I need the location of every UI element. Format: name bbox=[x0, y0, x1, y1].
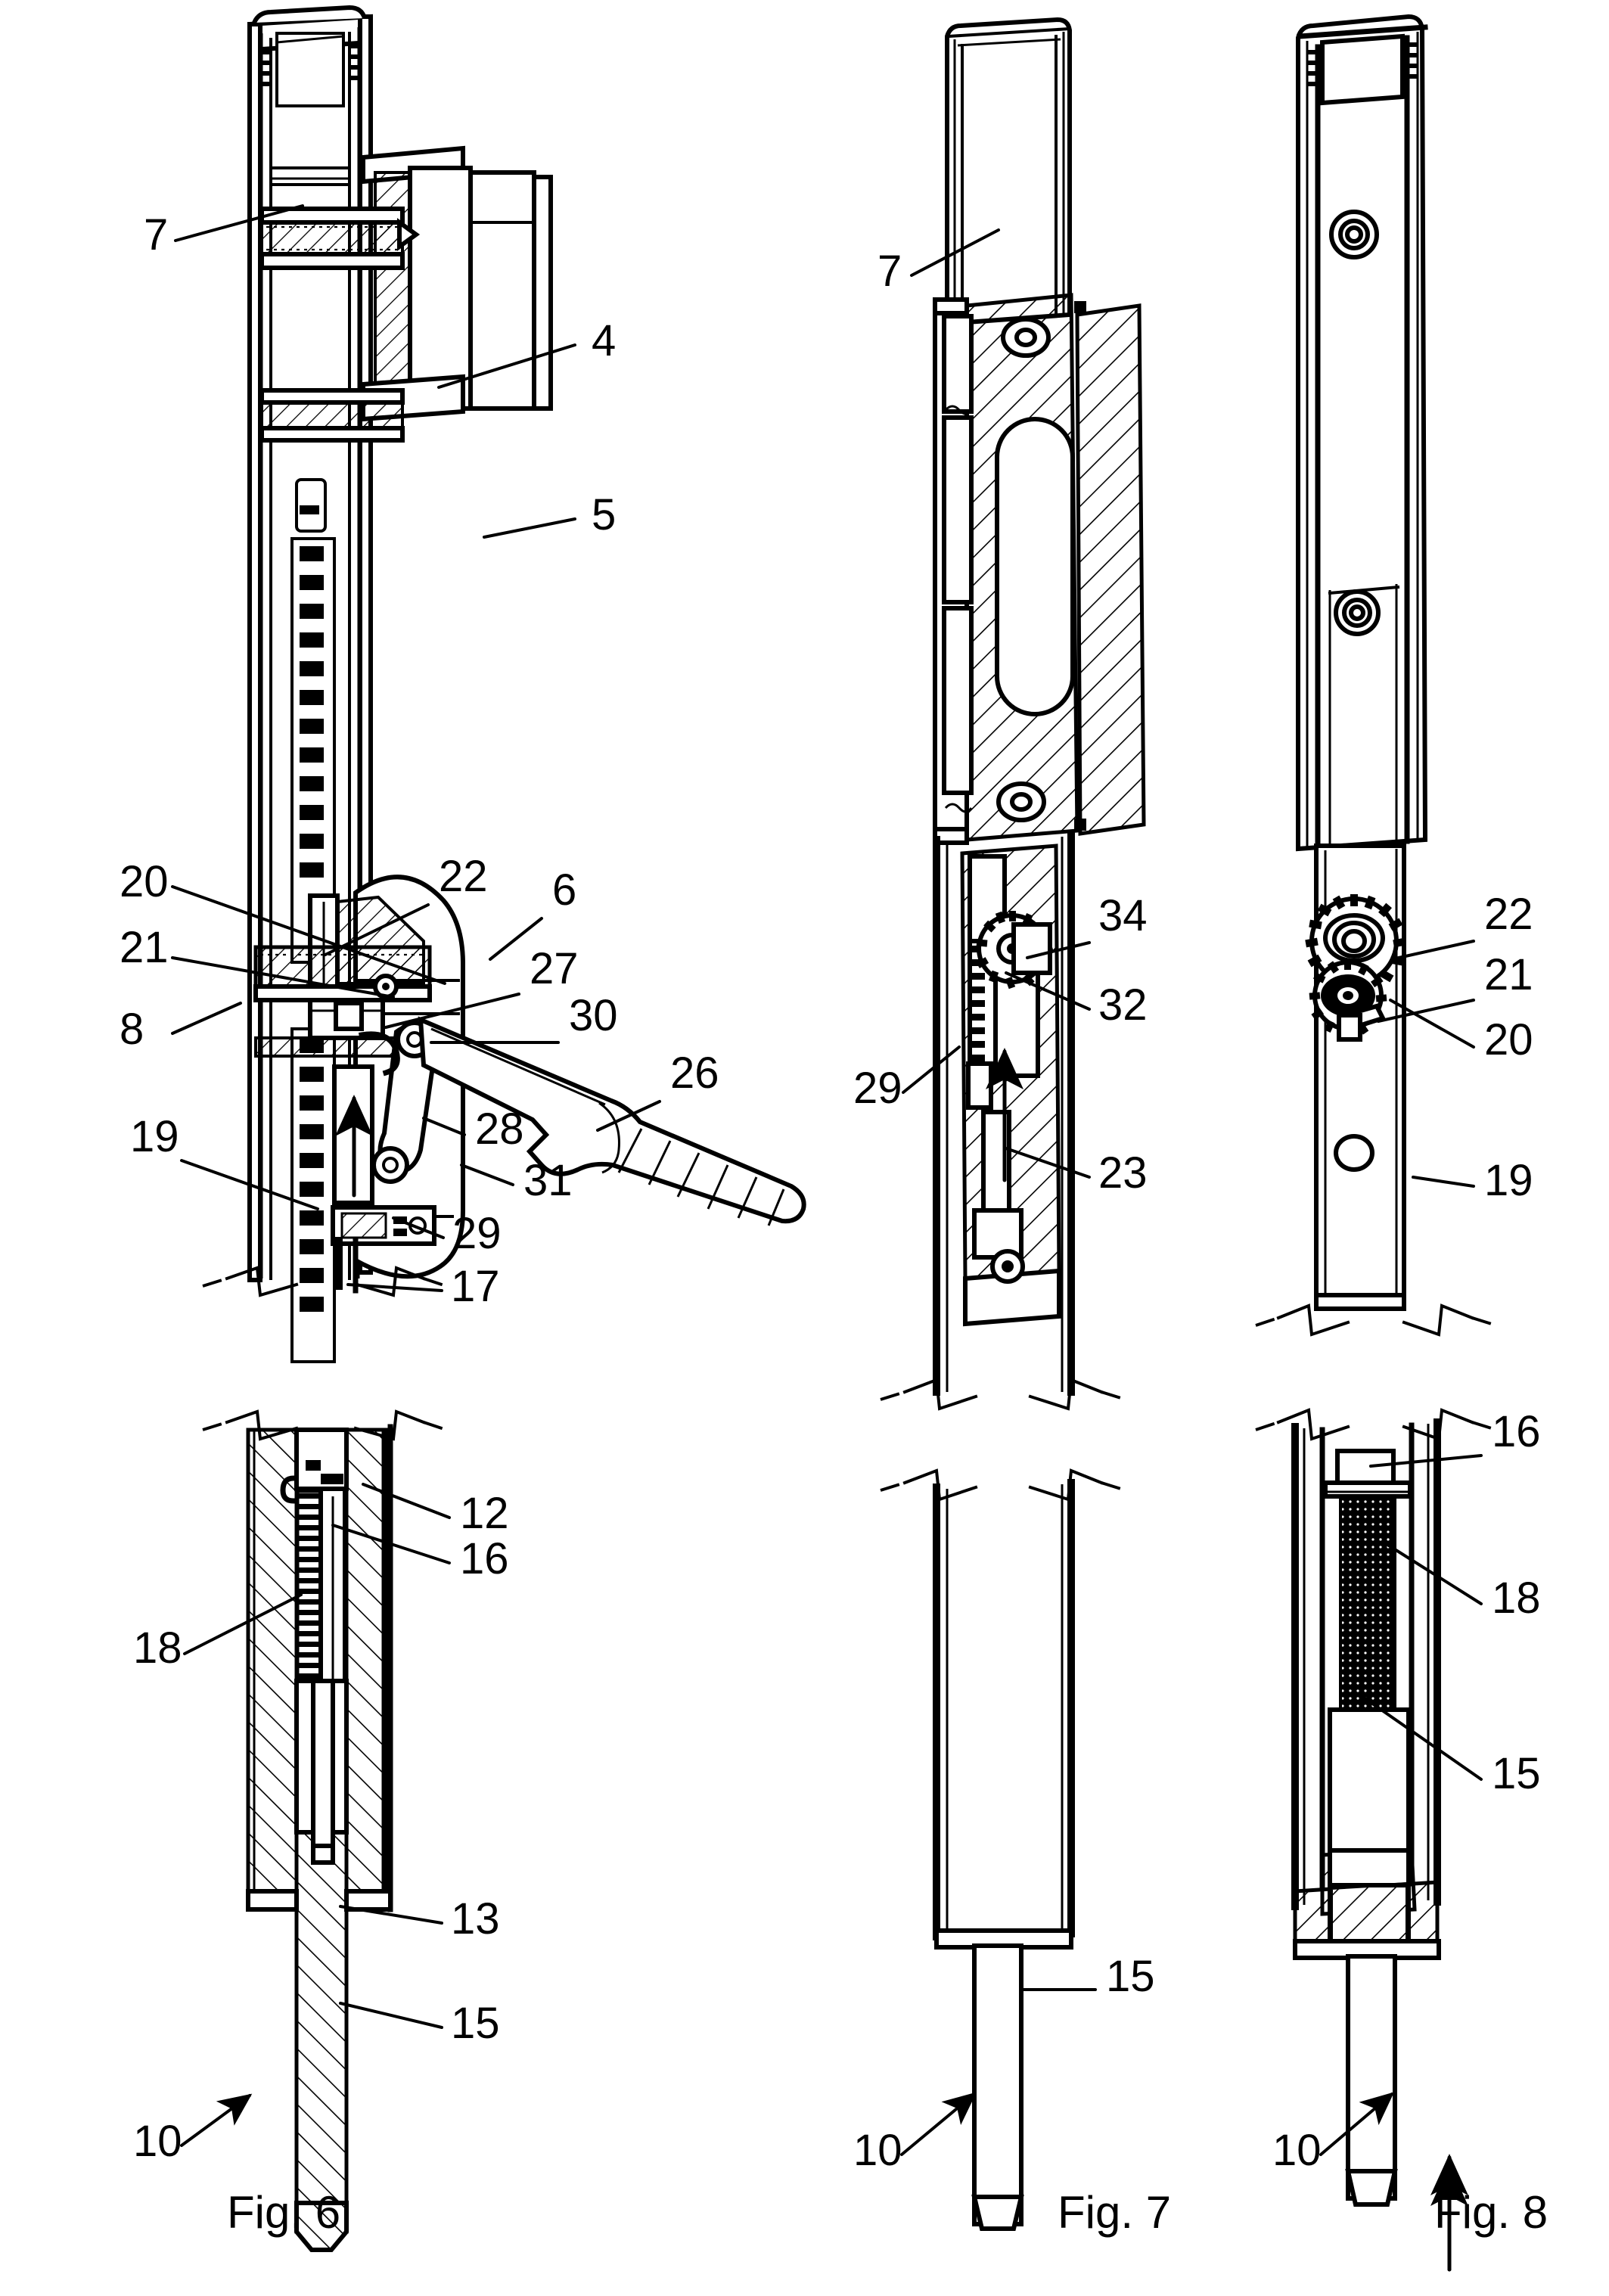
reference-numeral-21: 21 bbox=[1484, 950, 1533, 999]
fig8-caption: Fig. 8 bbox=[1434, 2187, 1548, 2238]
fig8-upper-tube bbox=[1296, 14, 1428, 852]
leader-line-21 bbox=[171, 956, 395, 999]
fig7-lower-tube bbox=[880, 1468, 1126, 2231]
reference-numeral-26: 26 bbox=[670, 1049, 719, 1098]
leader-line-4 bbox=[437, 343, 576, 389]
reference-numeral-34: 34 bbox=[1098, 891, 1148, 940]
leader-line-29 bbox=[902, 1045, 961, 1094]
leader-line-12 bbox=[362, 1483, 451, 1519]
leader-line-32 bbox=[1005, 971, 1091, 1011]
fig7-upper-tube bbox=[945, 17, 1072, 327]
reference-numeral-31: 31 bbox=[523, 1156, 573, 1205]
leader-line-7 bbox=[910, 228, 1000, 277]
leader-line-21 bbox=[1377, 999, 1475, 1023]
reference-numeral-19: 19 bbox=[1484, 1156, 1533, 1205]
fig6-caption: Fig. 6 bbox=[227, 2187, 340, 2238]
reference-numeral-8: 8 bbox=[120, 1005, 144, 1054]
leader-line-13 bbox=[339, 1905, 443, 1925]
reference-numeral-10: 10 bbox=[133, 2117, 182, 2166]
fig6-lower-tube bbox=[202, 1409, 447, 2252]
reference-numeral-18: 18 bbox=[1492, 1574, 1541, 1623]
leader-line-7 bbox=[174, 204, 304, 242]
leader-line-19 bbox=[1412, 1176, 1475, 1188]
reference-numeral-4: 4 bbox=[592, 316, 616, 365]
reference-numeral-23: 23 bbox=[1098, 1148, 1148, 1198]
leader-line-16 bbox=[1369, 1454, 1483, 1468]
fig6-inner-column bbox=[202, 1237, 447, 1297]
leader-line-15 bbox=[1360, 1695, 1483, 1781]
reference-numeral-12: 12 bbox=[460, 1489, 509, 1538]
reference-numeral-10: 10 bbox=[1272, 2126, 1322, 2175]
leader-line-20 bbox=[171, 885, 446, 985]
fig7-caption: Fig. 7 bbox=[1058, 2187, 1171, 2238]
leader-line-22 bbox=[1390, 940, 1475, 961]
fig6-toothed-rack bbox=[290, 537, 336, 1363]
reference-numeral-22: 22 bbox=[439, 852, 488, 901]
reference-numeral-7: 7 bbox=[144, 210, 168, 259]
reference-numeral-17: 17 bbox=[451, 1262, 500, 1311]
leader-line-18 bbox=[1381, 1540, 1483, 1605]
reference-numeral-13: 13 bbox=[451, 1894, 500, 1943]
fig8-gear-train bbox=[1255, 844, 1497, 1337]
reference-numeral-29: 29 bbox=[853, 1064, 902, 1113]
reference-numeral-32: 32 bbox=[1098, 980, 1148, 1030]
fig7-lock-block bbox=[933, 293, 1146, 845]
leader-line-26 bbox=[596, 1100, 661, 1132]
fig6-actuating-rod bbox=[332, 1064, 374, 1205]
fig6-cross-bolt-lower bbox=[259, 388, 405, 443]
reference-numeral-5: 5 bbox=[592, 490, 616, 539]
reference-numeral-22: 22 bbox=[1484, 890, 1533, 939]
fig6-top-knurl bbox=[262, 44, 359, 86]
fig6-cross-bolt-upper bbox=[259, 207, 421, 270]
leader-line-8 bbox=[171, 1002, 242, 1035]
fig8-lower-assembly bbox=[1255, 1408, 1497, 2207]
reference-numeral-20: 20 bbox=[1484, 1015, 1533, 1064]
leader-line-17 bbox=[346, 1283, 443, 1292]
reference-numeral-15: 15 bbox=[1106, 1952, 1155, 2001]
reference-numeral-6: 6 bbox=[552, 865, 576, 915]
leader-line-34 bbox=[1026, 941, 1091, 959]
leader-line-6 bbox=[489, 917, 543, 961]
leader-line-10 bbox=[900, 2092, 977, 2156]
leader-line-10 bbox=[180, 2093, 253, 2147]
leader-line-28 bbox=[422, 1117, 466, 1136]
leader-line-27 bbox=[384, 993, 520, 1029]
reference-numeral-7: 7 bbox=[877, 247, 902, 296]
fig7-rack-pinion-housing bbox=[880, 831, 1126, 1411]
figure-7 bbox=[880, 17, 1146, 2231]
reference-numeral-27: 27 bbox=[530, 944, 579, 993]
leader-line-18 bbox=[183, 1593, 303, 1655]
leader-line-16 bbox=[331, 1524, 451, 1564]
leader-line-31 bbox=[460, 1164, 514, 1186]
reference-numeral-15: 15 bbox=[1492, 1749, 1541, 1798]
leader-line-5 bbox=[483, 517, 576, 539]
reference-numeral-16: 16 bbox=[460, 1534, 509, 1583]
reference-numeral-15: 15 bbox=[451, 1999, 500, 2048]
reference-numeral-21: 21 bbox=[120, 923, 169, 972]
reference-numeral-28: 28 bbox=[475, 1105, 524, 1154]
leader-line-20 bbox=[1389, 999, 1475, 1049]
reference-numeral-18: 18 bbox=[133, 1623, 182, 1673]
leader-line-10 bbox=[1319, 2092, 1395, 2156]
fig8-screw-lower bbox=[1334, 589, 1381, 636]
fig8-screw-upper bbox=[1329, 210, 1379, 259]
leader-line-15 bbox=[339, 2002, 443, 2029]
reference-numeral-29: 29 bbox=[452, 1209, 502, 1258]
leader-line-23 bbox=[1005, 1147, 1091, 1179]
leader-line-22 bbox=[324, 903, 430, 956]
reference-numeral-19: 19 bbox=[130, 1112, 179, 1161]
reference-numeral-30: 30 bbox=[569, 991, 618, 1040]
leader-line-29 bbox=[392, 1216, 445, 1239]
leader-line-19 bbox=[180, 1159, 319, 1210]
figure-8 bbox=[1255, 14, 1497, 2272]
fig6-bracket-4 bbox=[361, 145, 553, 422]
reference-numeral-10: 10 bbox=[853, 2126, 902, 2175]
reference-numeral-20: 20 bbox=[120, 857, 169, 906]
reference-numeral-16: 16 bbox=[1492, 1407, 1541, 1456]
fig6-lower-mount bbox=[331, 1205, 436, 1246]
